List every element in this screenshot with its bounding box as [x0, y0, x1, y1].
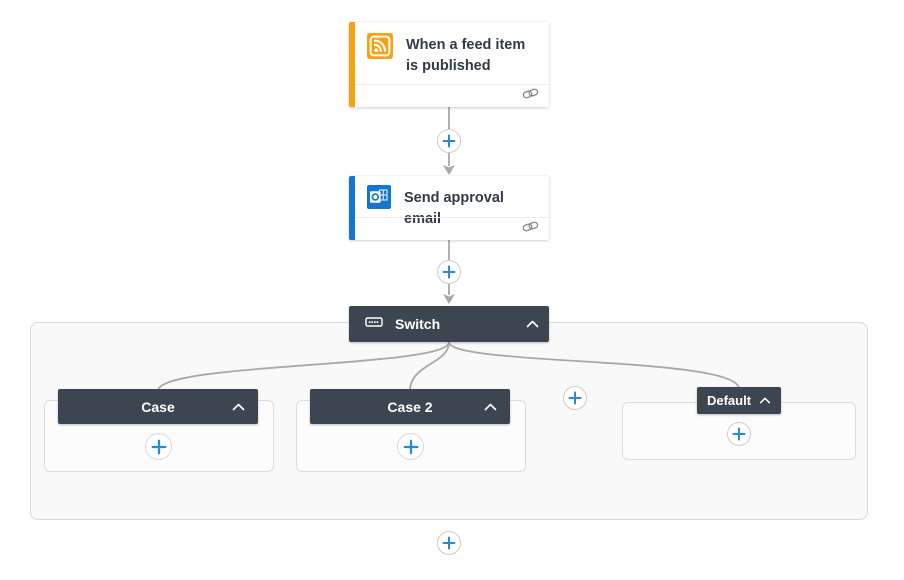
link-icon: [522, 87, 539, 105]
plus-icon: [403, 439, 418, 454]
switch-icon: [365, 313, 383, 336]
chevron-up-icon[interactable]: [759, 397, 771, 404]
trigger-card[interactable]: When a feed item is published: [349, 22, 549, 107]
rss-icon: [367, 33, 393, 64]
plus-icon: [442, 536, 456, 550]
plus-icon: [442, 134, 456, 148]
trigger-card-footer: [355, 84, 549, 107]
plus-icon: [442, 265, 456, 279]
insert-step-button-1[interactable]: [437, 129, 461, 153]
case-header[interactable]: Case: [58, 389, 258, 424]
add-case-button[interactable]: [563, 386, 587, 410]
chevron-up-icon[interactable]: [484, 403, 497, 411]
add-action-button-default[interactable]: [727, 422, 751, 446]
plus-icon: [151, 439, 166, 454]
trigger-title: When a feed item is published: [406, 37, 526, 74]
case-2-label: Case 2: [387, 398, 433, 415]
case-label: Case: [141, 398, 175, 415]
switch-label: Switch: [395, 316, 441, 332]
trigger-accent-bar: [349, 22, 355, 107]
action-card-footer: [355, 217, 549, 240]
chevron-up-icon[interactable]: [232, 403, 245, 411]
new-step-button[interactable]: [437, 531, 461, 555]
outlook-icon: [367, 185, 391, 214]
default-label: Default: [706, 393, 752, 408]
add-action-button-case-1[interactable]: [145, 433, 172, 460]
case-2-header[interactable]: Case 2: [310, 389, 510, 424]
insert-step-button-2[interactable]: [437, 260, 461, 284]
default-header[interactable]: Default: [697, 387, 781, 414]
plus-icon: [568, 391, 582, 405]
add-action-button-case-2[interactable]: [397, 433, 424, 460]
action-card[interactable]: Send approval email: [349, 176, 549, 240]
action-accent-bar: [349, 176, 355, 240]
plus-icon: [732, 427, 746, 441]
switch-header[interactable]: Switch: [349, 306, 549, 342]
link-icon: [522, 220, 539, 238]
chevron-up-icon[interactable]: [526, 320, 539, 328]
action-title: Send approval email: [404, 190, 504, 227]
